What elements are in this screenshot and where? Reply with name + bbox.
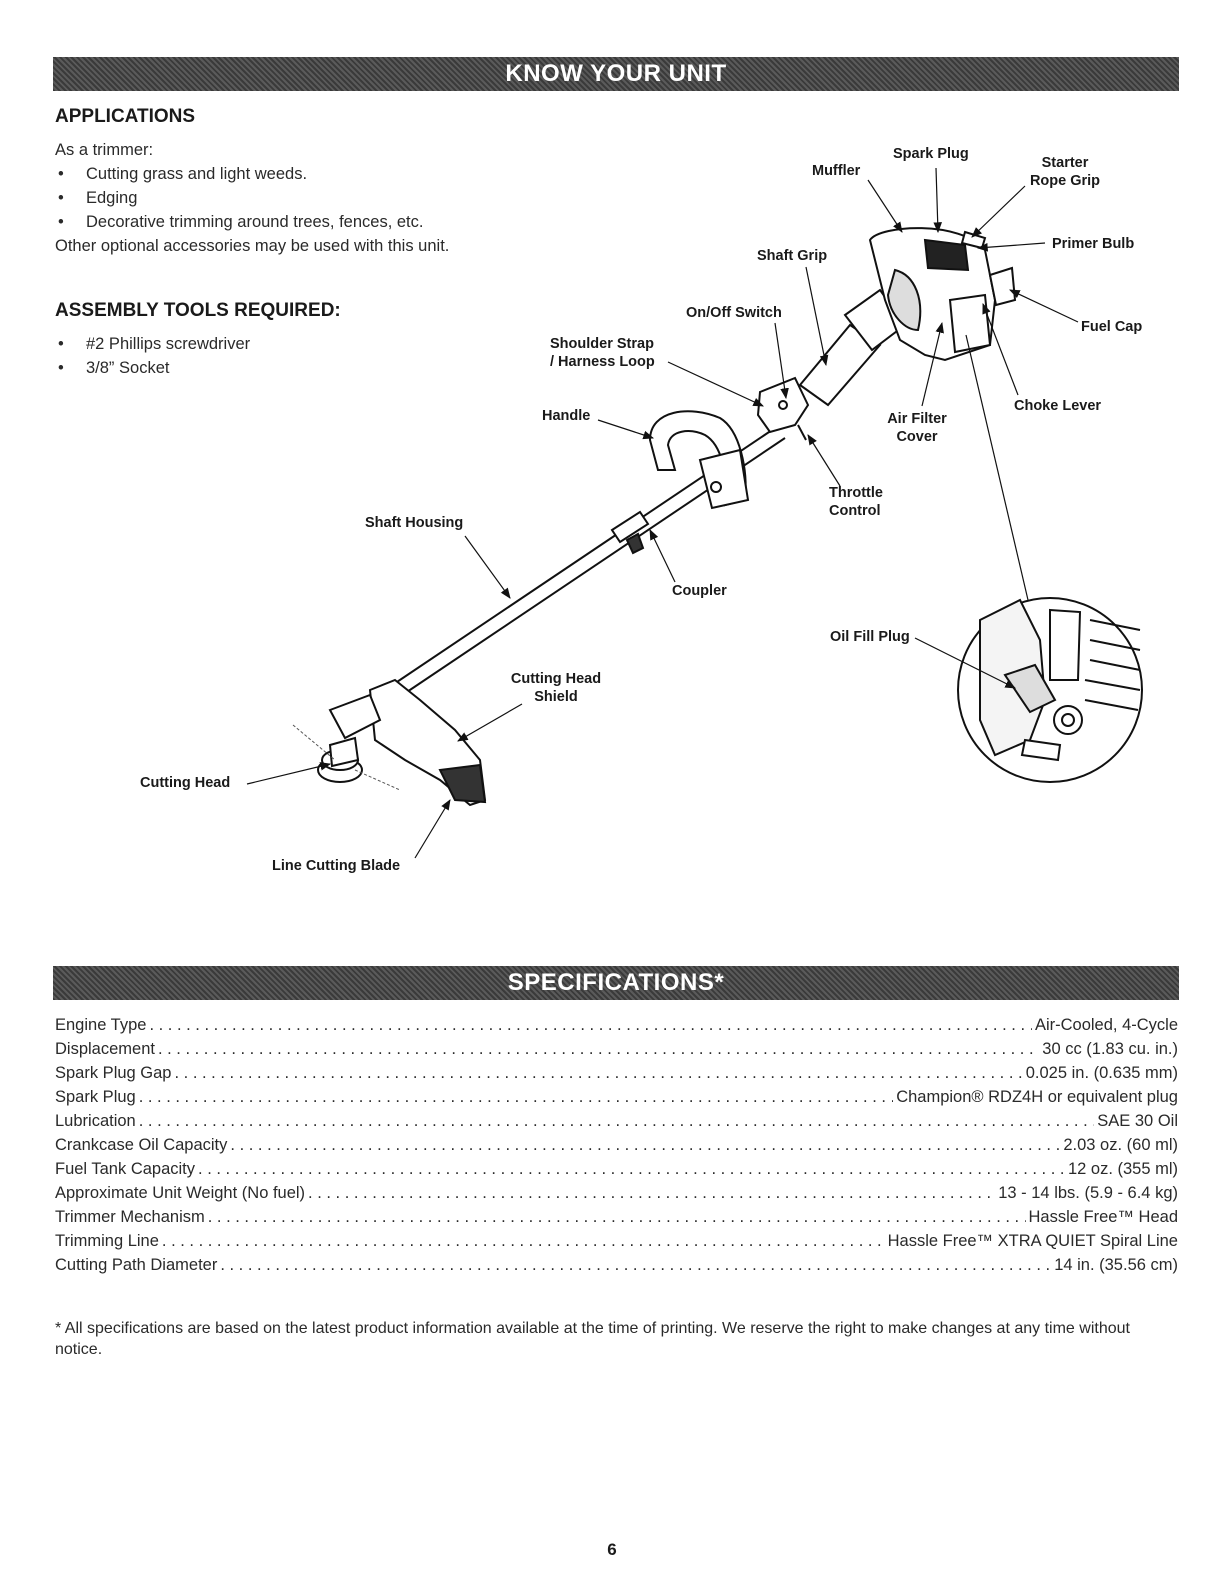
spec-row: LubricationSAE 30 Oil [55,1107,1178,1131]
banner-title: KNOW YOUR UNIT [505,60,727,87]
dot-leader [308,1184,995,1203]
dot-leader [220,1256,1051,1275]
page-number: 6 [607,1540,617,1559]
bullet-icon: • [58,189,64,207]
applications-note: Other optional accessories may be used w… [55,237,450,255]
label-handle: Handle [542,408,591,424]
label-throttle-control: Throttle Control [829,485,883,519]
spec-row: Spark Plug Gap0.025 in. (0.635 mm) [55,1059,1178,1083]
spec-row: Spark PlugChampion® RDZ4H or equivalent … [55,1083,1178,1107]
applications-heading: APPLICATIONS [55,106,196,127]
dot-leader [230,1136,1060,1155]
dot-leader [162,1232,885,1251]
spec-row: Engine TypeAir-Cooled, 4-Cycle [55,1011,1178,1035]
label-choke-lever: Choke Lever [1014,398,1102,414]
dot-leader [158,1040,1039,1059]
applications-intro: As a trimmer: [55,141,154,159]
label-cutting-head: Cutting Head [140,775,231,791]
dot-leader [149,1016,1032,1035]
label-shoulder-strap: Shoulder Strap / Harness Loop [550,336,655,370]
assembly-heading: ASSEMBLY TOOLS REQUIRED: [55,300,341,321]
label-cutting-head-shield: Cutting Head Shield [510,671,602,705]
specifications-footnote: * All specifications are based on the la… [55,1320,1130,1358]
engine-illustration [868,227,1017,362]
label-fuel-cap: Fuel Cap [1081,319,1143,335]
label-air-filter-cover: Air Filter Cover [887,411,947,445]
dot-leader [139,1088,893,1107]
bullet-icon: • [58,359,64,377]
spec-row: Cutting Path Diameter14 in. (35.56 cm) [55,1251,1178,1275]
dot-leader [174,1064,1022,1083]
label-muffler: Muffler [812,163,861,179]
spec-row: Approximate Unit Weight (No fuel)13 - 14… [55,1179,1178,1203]
spec-row: Trimmer MechanismHassle Free™ Head [55,1203,1178,1227]
trimmer-diagram [246,167,1143,859]
dot-leader [208,1208,1026,1227]
label-shaft-grip: Shaft Grip [757,248,828,264]
label-line-cutting-blade: Line Cutting Blade [272,858,401,874]
coupler-illustration [610,510,650,555]
label-on-off-switch: On/Off Switch [686,305,782,321]
throttle-illustration [756,376,810,441]
bullet-icon: • [58,335,64,353]
spec-row: Fuel Tank Capacity12 oz. (355 ml) [55,1155,1178,1179]
dot-leader [198,1160,1065,1179]
label-spark-plug: Spark Plug [893,146,969,162]
label-coupler: Coupler [672,583,727,599]
bullet-icon: • [58,213,64,231]
oil-fill-plug-inset [957,597,1143,783]
cutting-head-illustration [317,678,487,807]
dot-leader [139,1112,1095,1131]
specifications-banner: SPECIFICATIONS* [53,966,1179,1000]
bullet-icon: • [58,165,64,183]
label-shaft-housing: Shaft Housing [365,515,464,531]
spec-row: Crankcase Oil Capacity2.03 oz. (60 ml) [55,1131,1178,1155]
label-starter-rope-grip: Starter Rope Grip [1029,155,1101,189]
spec-row: Displacement30 cc (1.83 cu. in.) [55,1035,1178,1059]
spec-row: Trimming LineHassle Free™ XTRA QUIET Spi… [55,1227,1178,1251]
label-oil-fill-plug: Oil Fill Plug [830,629,910,645]
know-your-unit-banner: KNOW YOUR UNIT [53,57,1179,91]
label-primer-bulb: Primer Bulb [1052,236,1135,252]
trimming-line-illustration [292,724,401,791]
specifications-title: SPECIFICATIONS* [507,969,725,996]
handle-illustration [648,410,750,510]
callout-arrows [246,167,1079,859]
